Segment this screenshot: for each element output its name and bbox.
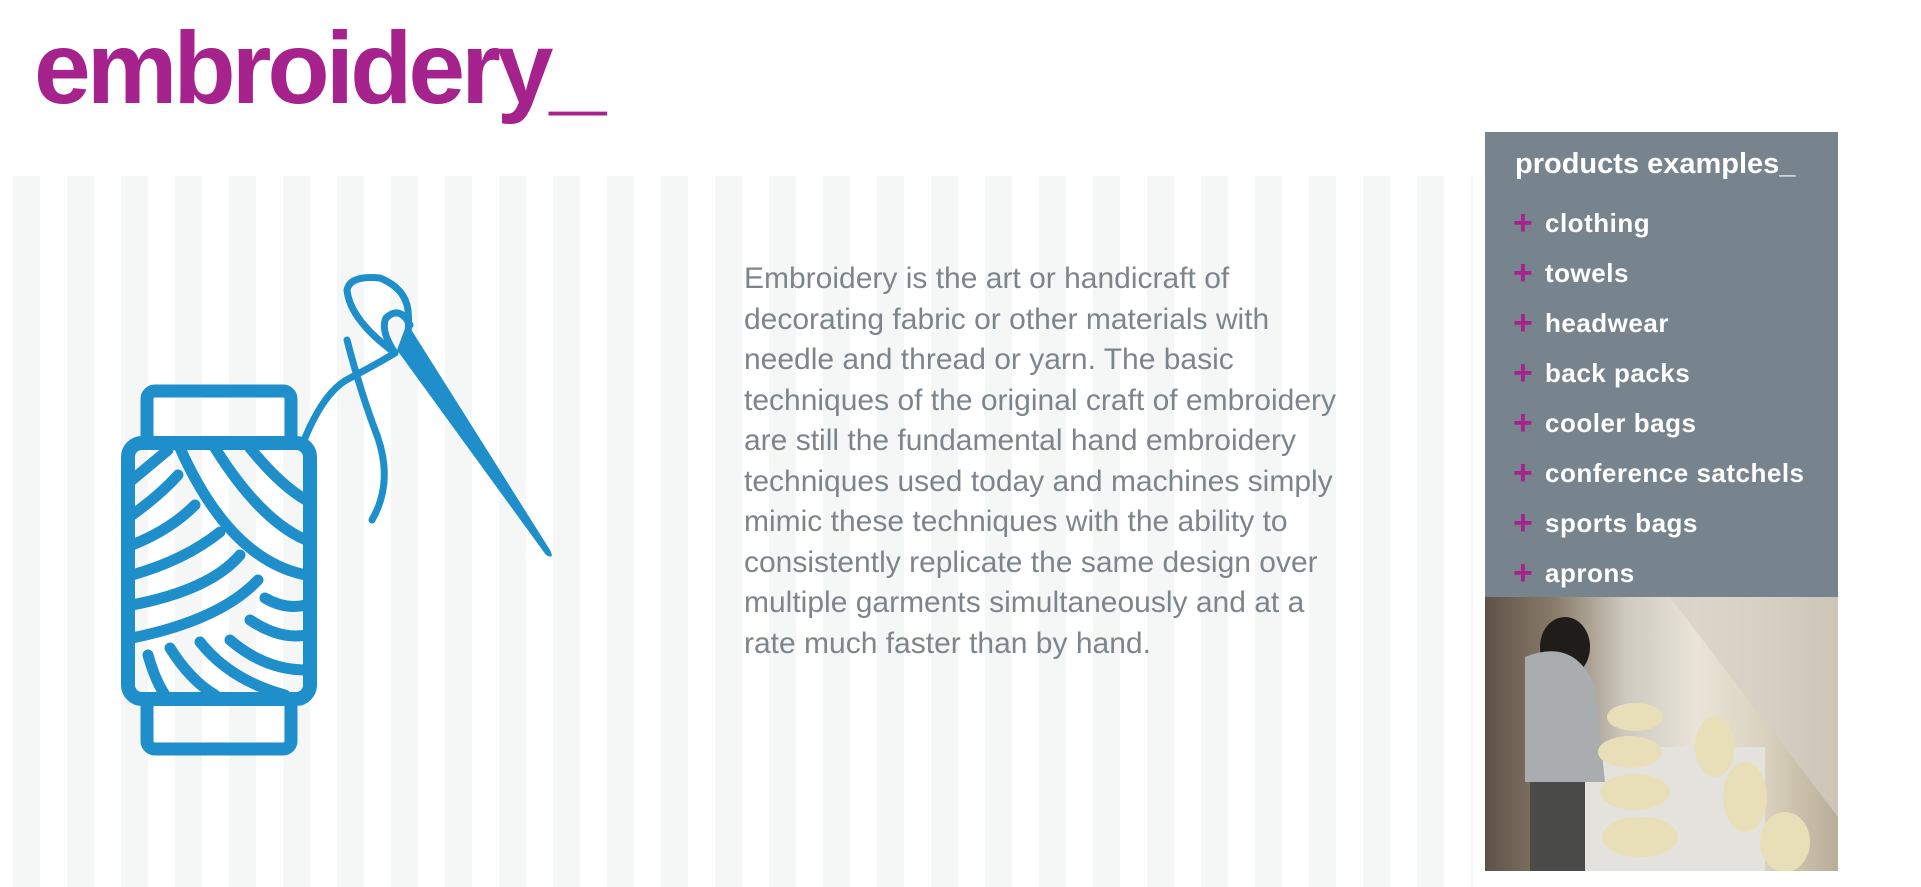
product-item: + aprons — [1513, 548, 1805, 598]
plus-icon: + — [1513, 504, 1534, 542]
products-examples-panel: products examples_ + clothing + towels + he… — [1485, 132, 1838, 597]
product-label: sports bags — [1545, 507, 1698, 538]
product-item: + headwear — [1513, 298, 1805, 348]
photo-illustration — [1525, 597, 1838, 871]
product-item: + sports bags — [1513, 498, 1805, 548]
product-label: cooler bags — [1545, 407, 1697, 438]
plus-icon: + — [1513, 254, 1534, 292]
products-title: products examples_ — [1515, 148, 1796, 180]
product-label: aprons — [1545, 557, 1635, 588]
striped-background — [13, 176, 1473, 887]
products-list: +clothing +towels +headwear +back packs … — [1513, 198, 1805, 598]
product-item: + towels — [1513, 248, 1805, 298]
product-label: conference satchels — [1545, 457, 1805, 488]
product-label: towels — [1545, 257, 1629, 288]
product-label: headwear — [1545, 307, 1669, 338]
plus-icon: + — [1513, 304, 1534, 342]
product-label: back packs — [1545, 357, 1691, 388]
spool-top-cap — [140, 384, 298, 450]
plus-icon: + — [1513, 204, 1534, 242]
plus-icon: + — [1513, 554, 1534, 592]
thread-windings — [126, 442, 312, 701]
product-item: + conference satchels — [1513, 448, 1805, 498]
product-label: clothing — [1545, 207, 1651, 238]
embroidery-machine-photo — [1485, 597, 1838, 871]
product-item: + cooler bags — [1513, 398, 1805, 448]
plus-icon: + — [1513, 354, 1534, 392]
needle — [397, 323, 552, 557]
spool-body — [121, 436, 317, 706]
embroidery-description: Embroidery is the art or handicraft of d… — [744, 262, 1336, 660]
plus-icon: + — [1513, 454, 1534, 492]
product-item: + back packs — [1513, 348, 1805, 398]
product-item: + clothing — [1513, 198, 1805, 248]
thread-spool-needle-icon — [121, 274, 552, 756]
spool-bottom-cap — [140, 692, 298, 756]
plus-icon: + — [1513, 404, 1534, 442]
page-title: embroidery_ — [34, 11, 606, 125]
